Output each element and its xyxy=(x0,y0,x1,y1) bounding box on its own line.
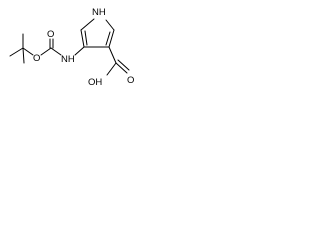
bond-nh-ring-c4 xyxy=(74,46,85,56)
bond-tbu-methyl-bottom xyxy=(22,47,25,64)
bond-acid-c-oh xyxy=(106,62,117,76)
carboxylic-acid-group xyxy=(106,46,130,76)
bond-ring-c5-n1 xyxy=(80,18,95,31)
carbonyl-oxygen-label: O xyxy=(47,29,54,40)
carbamate-nh-label: NH xyxy=(61,54,75,65)
chemical-structure-diagram: O O NH NH OH O xyxy=(9,7,134,88)
tert-butyl-group xyxy=(9,33,34,64)
bond-ring-c2-c3 xyxy=(108,29,115,48)
carbamate-carbonyl xyxy=(40,38,62,56)
ring-nh-label: NH xyxy=(92,7,106,18)
bond-ring-c2-c3-inner xyxy=(105,31,111,46)
bond-ring-n1-c2 xyxy=(105,19,115,31)
bond-tbu-ester-o xyxy=(22,47,34,56)
bond-acid-double-1 xyxy=(115,62,128,74)
acid-hydroxyl-label: OH xyxy=(88,77,102,88)
bond-ring-c4-c5 xyxy=(80,29,85,48)
ester-oxygen-label: O xyxy=(33,53,40,64)
bond-ring-c3-acid-c xyxy=(108,46,117,64)
bond-ester-o-carbonyl-c xyxy=(40,47,52,56)
pyrrole-ring xyxy=(80,18,115,48)
bond-acid-double-2 xyxy=(117,59,130,71)
bond-tbu-methyl-left xyxy=(9,47,24,57)
bond-ring-c4-c5-inner xyxy=(84,30,88,46)
bond-carbonyl-c-nh xyxy=(50,47,62,56)
acid-carbonyl-oxygen-label: O xyxy=(127,75,134,86)
